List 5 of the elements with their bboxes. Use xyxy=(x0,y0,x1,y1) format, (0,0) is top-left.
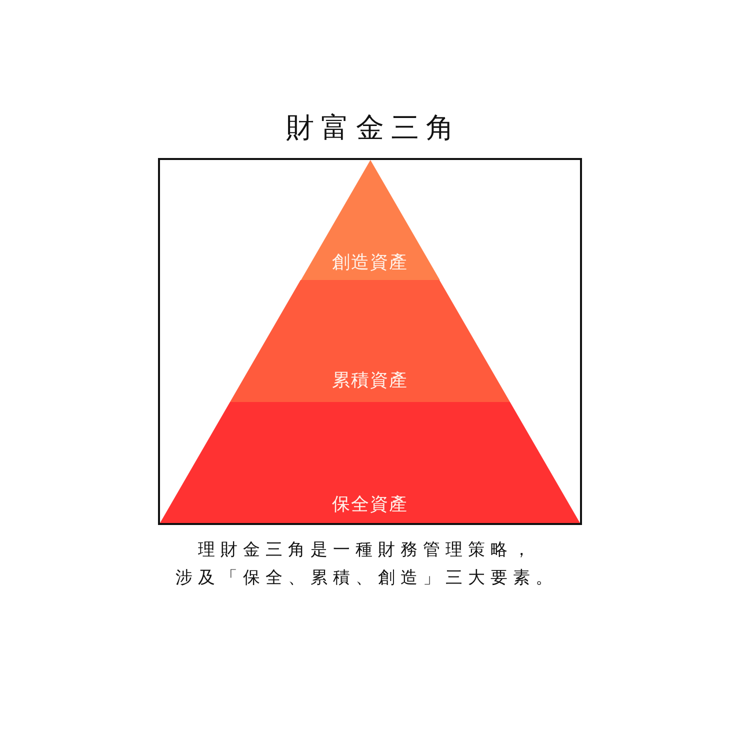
caption: 理財金三角是一種財務管理策略，涉及「保全、累積、創造」三大要素。 xyxy=(174,539,558,590)
tier-label: 保全資產 xyxy=(332,494,408,516)
tier-label: 創造資產 xyxy=(332,252,408,274)
title: 財富金三角 xyxy=(285,110,461,146)
tier-label: 累積資產 xyxy=(332,370,408,392)
